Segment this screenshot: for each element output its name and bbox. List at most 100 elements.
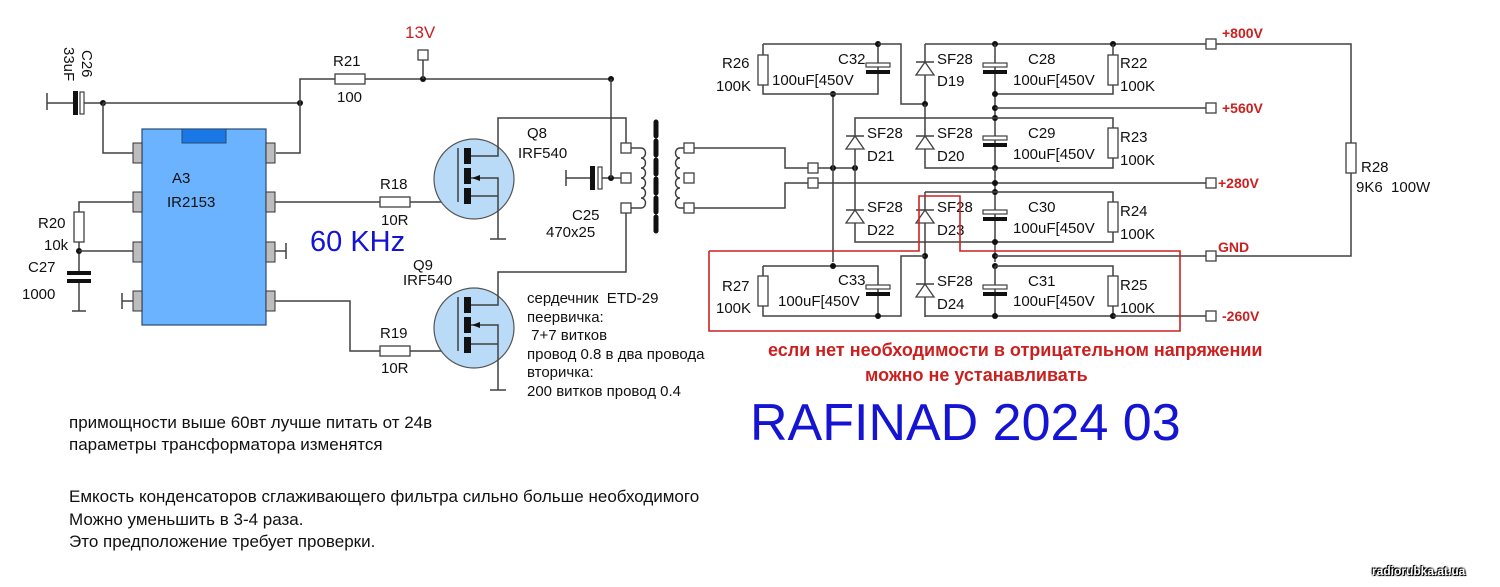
resistor-r24 xyxy=(1107,201,1119,233)
r26-value: 100K xyxy=(716,78,751,95)
output-label-280v: +280V xyxy=(1218,175,1260,191)
r27-value: 100K xyxy=(716,300,751,317)
resistor-r25 xyxy=(1107,275,1119,307)
r24-value: 100K xyxy=(1120,226,1155,243)
terminal-gnd xyxy=(1205,250,1217,262)
r19-value: 10R xyxy=(381,360,409,377)
note-line: Емкость конденсаторов сглаживающего филь… xyxy=(69,487,700,506)
capacitor-c26 xyxy=(46,91,103,115)
r21-value: 100 xyxy=(337,89,362,106)
r18-value: 10R xyxy=(381,212,409,229)
c31-value: 100uF[450V xyxy=(1013,293,1095,310)
resistor-r21 xyxy=(334,73,366,85)
d23-value: SF28 xyxy=(937,199,973,216)
r25-ref: R25 xyxy=(1120,277,1148,294)
capacitor-c25 xyxy=(590,166,595,190)
d21-value: SF28 xyxy=(867,125,903,142)
c30-ref: C30 xyxy=(1028,199,1056,216)
r28-value: 9K6 100W xyxy=(1356,179,1431,196)
d24-ref: D24 xyxy=(937,296,965,313)
diode-d22 xyxy=(844,208,866,224)
resistor-r27 xyxy=(757,275,769,307)
c33-ref: C33 xyxy=(838,272,866,289)
note-line: вторичка: xyxy=(527,364,594,381)
output-label-560v: +560V xyxy=(1222,100,1264,116)
resistor-r28 xyxy=(1345,142,1357,174)
capacitor-c31 xyxy=(982,284,1008,290)
mosfet-q9 xyxy=(433,213,627,390)
resistor-r19 xyxy=(379,345,411,357)
resistor-r18 xyxy=(379,196,411,208)
author-signature: RAFINAD 2024 03 xyxy=(750,394,1181,452)
terminal-neg260v xyxy=(1205,310,1217,322)
supply-terminal xyxy=(417,49,429,61)
note-line: примощности выше 60вт лучше питать от 24… xyxy=(69,413,433,432)
c31-ref: C31 xyxy=(1028,273,1056,290)
frequency-label: 60 KHz xyxy=(310,226,405,258)
terminal-560v xyxy=(1205,102,1217,114)
warning-line: если нет необходимости в отрицательном н… xyxy=(768,340,1263,360)
d22-ref: D22 xyxy=(867,222,895,239)
q8-value: IRF540 xyxy=(518,145,567,162)
q8-ref: Q8 xyxy=(527,125,547,142)
c26-value: 33uF xyxy=(60,47,77,81)
d20-ref: D20 xyxy=(937,148,965,165)
note-line: 200 витков провод 0.4 xyxy=(527,382,682,400)
supply-voltage-label: 13V xyxy=(405,23,436,42)
d24-value: SF28 xyxy=(937,273,973,290)
c29-ref: C29 xyxy=(1028,125,1056,142)
c25-ref: C25 xyxy=(572,207,600,224)
power-notes: примощности выше 60вт лучше питать от 24… xyxy=(69,412,432,456)
r19-ref: R19 xyxy=(380,325,408,342)
output-label-gnd: GND xyxy=(1218,239,1249,255)
note-line: 7+7 витков xyxy=(527,327,608,344)
r27-ref: R27 xyxy=(722,278,750,295)
r25-value: 100K xyxy=(1120,300,1155,317)
c28-value: 100uF[450V xyxy=(1013,72,1095,89)
resistor-r26 xyxy=(757,54,769,86)
note-line: Можно уменьшить в 3-4 раза. xyxy=(69,509,304,529)
terminal-800v xyxy=(1205,38,1217,50)
diode-d21 xyxy=(844,134,866,150)
ic-ir2153 xyxy=(132,128,276,326)
r26-ref: R26 xyxy=(722,55,750,72)
note-line: сердечник ETD-29 xyxy=(527,290,659,307)
c25-value: 470x25 xyxy=(546,224,595,241)
r24-ref: R24 xyxy=(1120,203,1148,220)
r28-ref: R28 xyxy=(1361,159,1389,176)
capacitor-c32 xyxy=(865,62,891,68)
note-line: Это предположение требует проверки. xyxy=(69,532,376,551)
capacitor-notes: Емкость конденсаторов сглаживающего филь… xyxy=(69,486,699,554)
output-label-neg260v: -260V xyxy=(1222,308,1260,324)
capacitor-c30 xyxy=(982,209,1008,215)
optional-warning: если нет необходимости в отрицательном н… xyxy=(768,338,1262,388)
note-line: параметры трансформатора изменятся xyxy=(69,435,383,454)
r22-ref: R22 xyxy=(1120,55,1148,72)
r18-ref: R18 xyxy=(380,176,408,193)
diode-d19 xyxy=(914,44,936,104)
r23-ref: R23 xyxy=(1120,129,1148,146)
output-label-800v: +800V xyxy=(1222,25,1264,41)
c27-value: 1000 xyxy=(22,286,55,303)
transformer xyxy=(620,119,695,237)
diode-d20 xyxy=(914,134,936,150)
r23-value: 100K xyxy=(1120,152,1155,169)
optional-section-outline xyxy=(708,195,1181,332)
c30-value: 100uF[450V xyxy=(1013,220,1095,237)
c29-value: 100uF[450V xyxy=(1013,146,1095,163)
d19-value: SF28 xyxy=(937,51,973,68)
terminal-280v xyxy=(1205,177,1217,189)
q9-value: IRF540 xyxy=(403,272,452,289)
c32-value: 100uF[450V xyxy=(772,72,854,89)
r20-ref: R20 xyxy=(38,215,66,232)
capacitor-c28 xyxy=(982,62,1008,68)
d21-ref: D21 xyxy=(867,148,895,165)
d23-ref: D23 xyxy=(937,222,965,239)
capacitor-c27 xyxy=(67,271,91,275)
c28-ref: C28 xyxy=(1028,51,1056,68)
c32-ref: C32 xyxy=(838,51,866,68)
ic-part: IR2153 xyxy=(167,194,215,211)
capacitor-c33 xyxy=(865,284,891,290)
note-line: провод 0.8 в два провода xyxy=(527,345,705,363)
